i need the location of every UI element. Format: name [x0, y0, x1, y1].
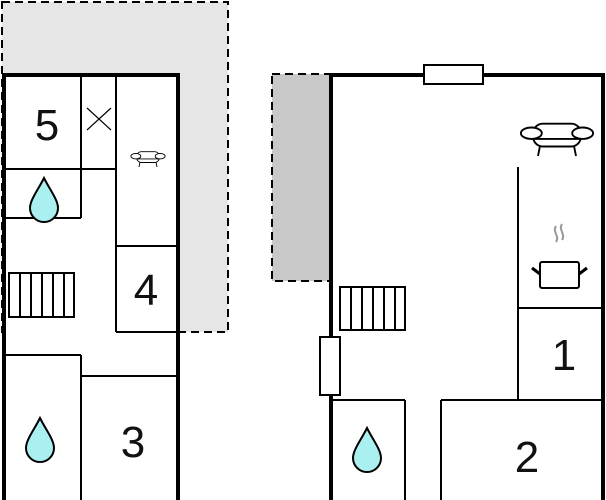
void-cross-icon — [86, 107, 112, 131]
window — [423, 64, 484, 85]
right-plan: 1 2 — [271, 64, 605, 500]
terrace-dark — [271, 73, 331, 282]
room-label-4: 4 — [134, 266, 158, 315]
window — [319, 336, 341, 396]
stairs-icon — [339, 286, 406, 331]
room-label-5: 5 — [35, 101, 59, 150]
stairs-icon — [8, 272, 75, 318]
room-label-1: 1 — [552, 331, 576, 380]
cooking-pot-icon — [531, 223, 588, 289]
right-interior-walls — [331, 167, 603, 500]
left-plan: 5 4 3 — [1, 1, 229, 500]
room-label-2: 2 — [515, 433, 539, 482]
room-label-3: 3 — [121, 418, 145, 467]
